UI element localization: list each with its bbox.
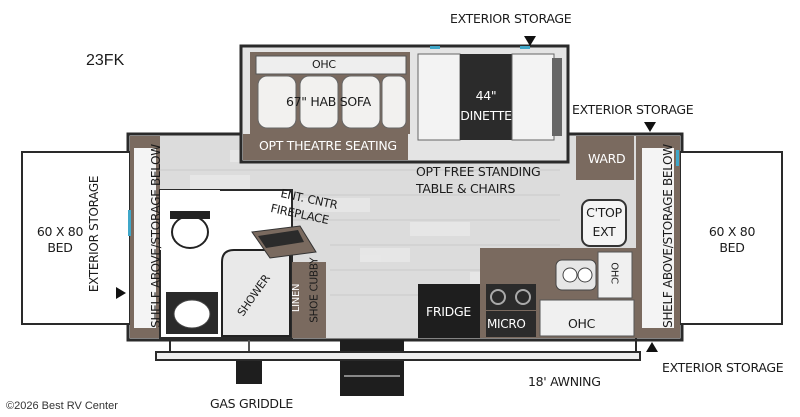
sofa-cushion-4 <box>381 75 407 129</box>
awning-label: 18' AWNING <box>528 374 601 389</box>
ohc-sofa-cabinet <box>255 55 407 75</box>
dinette-bench-left <box>417 53 461 141</box>
awning <box>155 351 641 361</box>
free-standing-label-2: TABLE & CHAIRS <box>416 181 516 196</box>
toilet <box>171 215 209 249</box>
bed-right-label: BED <box>719 240 745 255</box>
microwave <box>486 311 536 337</box>
micro-label: MICRO <box>487 317 526 331</box>
kitchen-ohc <box>539 299 635 337</box>
sofa-cushion-1 <box>257 75 297 129</box>
bed-right <box>679 151 783 325</box>
dinette-label: DINETTE <box>460 108 512 123</box>
ctop-label-1: C'TOP <box>586 205 622 220</box>
model-name: 23FK <box>86 52 125 69</box>
shoe-cubby-label: SHOE CUBBY <box>308 257 321 323</box>
ctop-label-2: EXT <box>592 224 616 239</box>
gas-griddle-label: GAS GRIDDLE <box>210 396 294 411</box>
ohc-sofa-label: OHC <box>312 58 336 71</box>
theatre-seating-bar <box>243 134 408 160</box>
bed-left-size: 60 X 80 <box>36 224 84 239</box>
bed-left-label: BED <box>47 240 73 255</box>
linen-label: LINEN <box>291 283 303 313</box>
sofa-cushion-3 <box>341 75 381 129</box>
fridge <box>418 284 480 338</box>
bed-right-size: 60 X 80 <box>708 224 756 239</box>
exterior-storage-top-label: EXTERIOR STORAGE <box>450 11 572 26</box>
sofa-cushion-2 <box>299 75 339 129</box>
countertop-extension <box>581 199 627 247</box>
linen-cabinet <box>292 262 310 338</box>
free-standing-label-1: OPT FREE STANDING <box>416 164 541 179</box>
dinette-bench-right <box>511 53 555 141</box>
fridge-label: FRIDGE <box>426 304 471 319</box>
bathroom-sink <box>173 299 211 329</box>
ward-label: WARD <box>588 151 626 166</box>
bed-left <box>21 151 131 325</box>
shelf-right-label: SHELF ABOVE/STORAGE BELOW <box>660 144 675 328</box>
exterior-storage-right-label: EXTERIOR STORAGE <box>572 102 694 117</box>
copyright-watermark: ©2026 Best RV Center <box>6 400 118 412</box>
storage-arrow-right <box>644 122 656 132</box>
exterior-storage-left-label: EXTERIOR STORAGE <box>87 175 102 293</box>
ohc-kitchen-label: OHC <box>568 316 596 331</box>
dinette-table <box>460 54 512 140</box>
stove <box>486 284 536 310</box>
entry-steps <box>340 340 404 396</box>
shelf-left-label: SHELF ABOVE/STORAGE BELOW <box>148 144 163 328</box>
wardrobe <box>576 136 634 180</box>
theatre-seating-label: OPT THEATRE SEATING <box>259 138 397 153</box>
ohc-sink-label: OHC <box>608 262 620 284</box>
hab-sofa-label: 67" HAB SOFA <box>286 94 371 109</box>
shoe-cubby <box>310 262 326 338</box>
dinette-size-label: 44" <box>475 88 497 103</box>
storage-arrow-bottom <box>646 342 658 352</box>
shower <box>221 249 291 337</box>
exterior-storage-bottom-label: EXTERIOR STORAGE <box>662 360 784 375</box>
storage-arrow-left <box>116 287 126 299</box>
storage-arrow-top <box>524 36 536 46</box>
sink-ohc <box>597 251 633 299</box>
